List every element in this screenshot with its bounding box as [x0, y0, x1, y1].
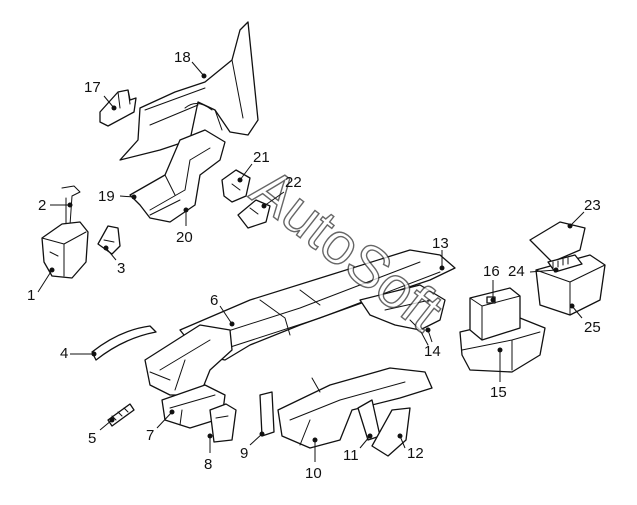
callout-label-6: 6 [210, 292, 218, 309]
callout-13: 13 [432, 235, 449, 271]
callout-8: 8 [204, 433, 213, 473]
callout-label-13: 13 [432, 235, 449, 252]
callout-18: 18 [174, 49, 207, 79]
part-19-20-apron-bracket [129, 129, 226, 223]
part-5-bolt [107, 403, 135, 427]
callout-20: 20 [176, 207, 193, 246]
part-1-2-3-reservoir-group [41, 185, 121, 279]
callout-10: 10 [305, 437, 322, 482]
callout-25: 25 [569, 303, 601, 336]
callout-23: 23 [567, 197, 601, 229]
callout-3: 3 [103, 245, 125, 277]
callout-label-15: 15 [490, 384, 507, 401]
callout-12: 12 [397, 433, 424, 462]
callout-label-20: 20 [176, 229, 193, 246]
callout-label-25: 25 [584, 319, 601, 336]
callout-5: 5 [88, 417, 115, 447]
callout-label-24: 24 [508, 263, 525, 280]
callout-19: 19 [98, 188, 137, 205]
callout-14: 14 [424, 327, 441, 360]
callout-label-16: 16 [483, 263, 500, 280]
callout-label-2: 2 [38, 197, 46, 214]
part-7-8-lower-brackets [161, 384, 237, 443]
callout-2: 2 [38, 197, 73, 214]
callout-24: 24 [508, 263, 559, 280]
callout-7: 7 [146, 409, 175, 444]
callout-label-5: 5 [88, 430, 96, 447]
callout-6: 6 [210, 292, 235, 327]
callout-label-1: 1 [27, 287, 35, 304]
callout-label-12: 12 [407, 445, 424, 462]
callout-label-21: 21 [253, 149, 270, 166]
part-11-12-brackets [357, 399, 411, 457]
callout-21: 21 [237, 149, 270, 183]
part-6-13-14-frame-rail [179, 249, 456, 361]
callout-11: 11 [343, 433, 373, 464]
callout-label-19: 19 [98, 188, 115, 205]
callout-15: 15 [490, 347, 507, 401]
callout-label-9: 9 [240, 445, 248, 462]
callout-label-3: 3 [117, 260, 125, 277]
callout-label-4: 4 [60, 345, 68, 362]
callout-label-11: 11 [343, 447, 359, 464]
part-9-10-lower-frame [259, 367, 433, 449]
part-23-24-25-fuse-box [529, 221, 606, 316]
callout-label-10: 10 [305, 465, 322, 482]
callout-label-22: 22 [285, 174, 302, 191]
callout-22: 22 [261, 174, 302, 209]
callout-label-23: 23 [584, 197, 601, 214]
callout-9: 9 [240, 431, 265, 462]
part-17-bracket [99, 89, 137, 127]
part-15-16-battery-tray [459, 287, 546, 373]
callout-label-14: 14 [424, 343, 441, 360]
callout-label-18: 18 [174, 49, 191, 66]
callout-16: 16 [483, 263, 500, 303]
part-18-fender-apron [119, 21, 259, 161]
callout-label-7: 7 [146, 427, 154, 444]
part-4-rod [91, 325, 157, 361]
callout-1: 1 [27, 267, 55, 304]
callout-label-8: 8 [204, 456, 212, 473]
callout-17: 17 [84, 79, 117, 111]
left-front-frame-section [144, 324, 233, 396]
callout-4: 4 [60, 345, 97, 362]
callout-label-17: 17 [84, 79, 101, 96]
